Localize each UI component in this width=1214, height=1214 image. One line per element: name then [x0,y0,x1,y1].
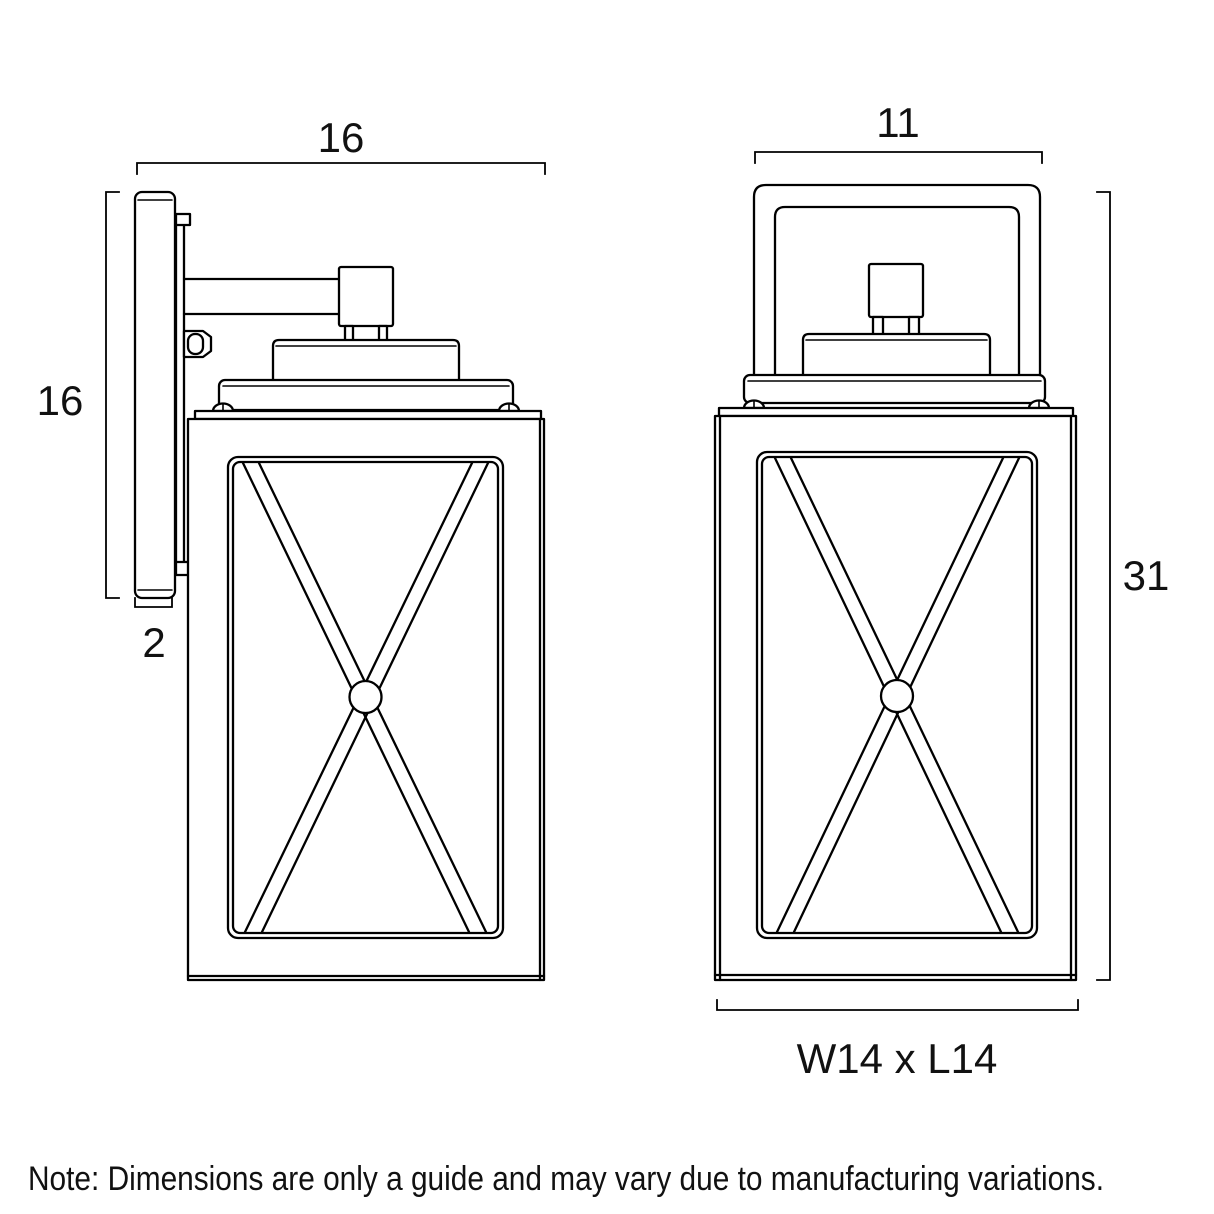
side-top-plate [193,409,543,421]
side-mount-strip [174,222,186,568]
front-canopy-upper-tier [801,332,992,380]
side-cross-brace [241,461,490,934]
dimensions: 16 16 2 11 31 W14 x L14 [37,99,1170,1082]
side-junction-box [337,265,395,328]
dim-base-footprint-label: W14 x L14 [797,1035,998,1082]
side-canopy-lower-tier [217,378,515,412]
dim-front-width-line [754,151,1043,164]
front-canopy-lower-tier [742,373,1047,405]
dim-side-width-line [136,162,546,175]
side-mount-tab-top [174,212,192,227]
side-view [133,190,546,982]
dim-side-overall-width: 16 [136,114,546,175]
dim-overall-height: 31 [1096,191,1170,981]
side-lantern-body [186,417,546,982]
front-glass-frame-inner [760,455,1034,935]
dim-front-width-label: 11 [876,99,920,146]
dim-backplate-depth-label: 2 [142,619,165,666]
front-cross-brace [773,456,1021,934]
dim-backplate-depth: 2 [134,597,173,666]
dim-backplate-depth-line [134,597,173,608]
side-knot-loop [348,679,383,715]
side-canopy-upper-tier [271,338,461,383]
front-knot-loop [879,678,915,714]
side-backplate [133,190,177,600]
dim-base-footprint-line [716,999,1079,1011]
side-glass-frame-inner [231,460,500,935]
hex-bolt-dome [186,332,205,356]
front-junction-box [867,262,925,319]
dim-overall-height-line [1096,191,1111,981]
front-glass-frame-outer [755,450,1039,940]
dim-backplate-height: 16 [37,191,120,599]
front-top-plate [717,406,1075,418]
hex-bolt [182,329,213,359]
dim-front-width: 11 [754,99,1043,164]
front-view [713,183,1078,982]
dim-base-footprint: W14 x L14 [716,999,1079,1082]
dim-backplate-height-line [105,191,120,599]
dim-side-width-label: 16 [318,114,365,161]
manufacturing-note: Note: Dimensions are only a guide and ma… [28,1160,1104,1198]
dim-overall-height-label: 31 [1123,552,1170,599]
dim-backplate-height-label: 16 [37,377,84,424]
side-glass-frame-outer [226,455,505,940]
